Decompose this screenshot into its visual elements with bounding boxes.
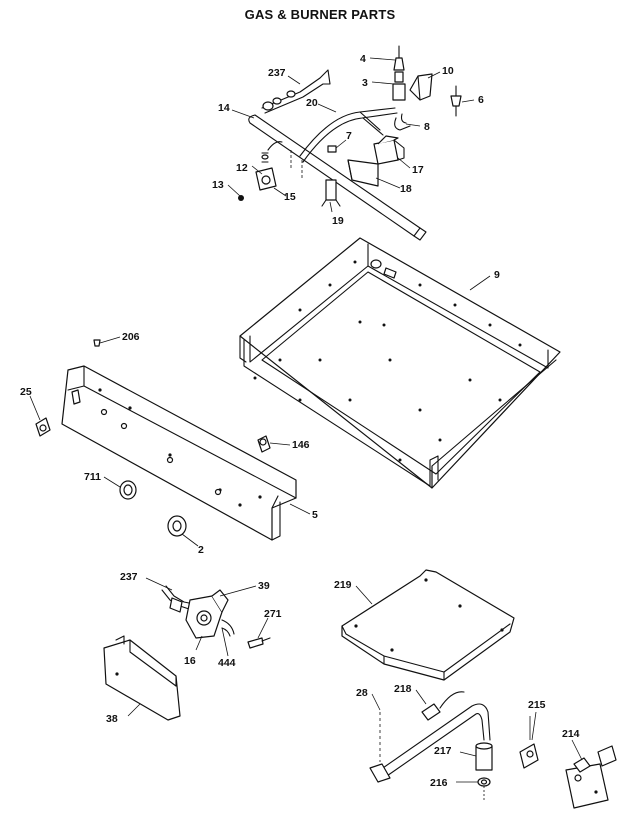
callout-10: 10 (442, 65, 454, 77)
callout-217: 217 (434, 745, 452, 757)
part-214 (565, 745, 617, 809)
ring-2 (167, 515, 187, 537)
callout-16: 16 (184, 655, 196, 667)
callout-237-bottom: 237 (120, 571, 138, 583)
burner-tube (369, 691, 493, 800)
callout-39: 39 (258, 580, 270, 592)
callout-216: 216 (430, 777, 448, 789)
callout-218: 218 (394, 683, 412, 695)
callout-3: 3 (362, 77, 368, 89)
callout-9: 9 (494, 269, 500, 281)
leader-lines (29, 57, 583, 783)
callout-15: 15 (284, 191, 296, 203)
callout-25: 25 (20, 386, 32, 398)
callout-6: 6 (478, 94, 484, 106)
callout-219: 219 (334, 579, 352, 591)
valve-assembly (161, 585, 271, 649)
callout-8: 8 (424, 121, 430, 133)
callout-2: 2 (198, 544, 204, 556)
rivet-dots (253, 260, 522, 462)
callout-17: 17 (412, 164, 424, 176)
callout-7: 7 (346, 130, 352, 142)
callout-28: 28 (356, 687, 368, 699)
callout-711: 711 (84, 471, 101, 483)
burner-box (239, 237, 561, 489)
callout-labels: 237 4 3 10 6 14 20 8 7 17 12 18 13 15 19… (20, 53, 580, 789)
callout-13: 13 (212, 179, 224, 191)
bracket-219 (341, 569, 515, 681)
callout-38: 38 (106, 713, 118, 725)
shield-38 (103, 635, 181, 721)
callout-206: 206 (122, 331, 140, 343)
callout-14: 14 (218, 102, 230, 114)
callout-215: 215 (528, 699, 546, 711)
callout-5: 5 (312, 509, 318, 521)
callout-12: 12 (236, 162, 248, 174)
ring-711 (119, 480, 137, 500)
diagram-title: GAS & BURNER PARTS (244, 7, 396, 22)
callout-271: 271 (264, 608, 282, 620)
part-146 (257, 435, 271, 453)
callout-146: 146 (292, 439, 310, 451)
part-25 (35, 417, 51, 437)
screw-206 (93, 339, 101, 347)
callout-214: 214 (562, 728, 580, 740)
manifold-panel (61, 365, 297, 541)
callout-19: 19 (332, 215, 344, 227)
part-215 (519, 716, 539, 769)
callout-18: 18 (400, 183, 412, 195)
callout-20: 20 (306, 97, 318, 109)
manifold-assembly (238, 45, 462, 241)
callout-444: 444 (218, 657, 236, 669)
callout-237-top: 237 (268, 67, 286, 79)
callout-4: 4 (360, 53, 366, 65)
